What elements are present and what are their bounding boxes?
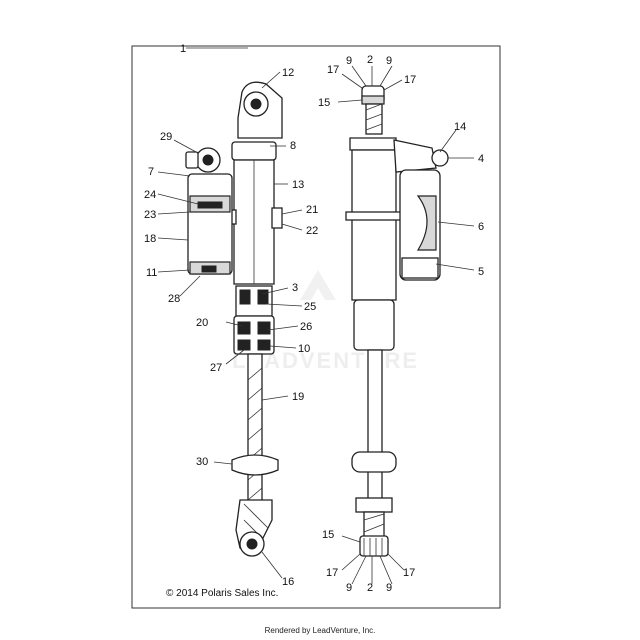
callout-labels: 1 12 8 13 21 22 3 25 26 10 20 27 19 30 1…	[144, 43, 484, 594]
callout-15-bottom: 15	[322, 529, 334, 541]
callout-10: 10	[298, 343, 310, 355]
callout-17-top-left: 17	[327, 64, 339, 76]
callout-15-top: 15	[318, 97, 330, 109]
callout-17-top-right: 17	[404, 74, 416, 86]
callout-9-top-right: 9	[386, 55, 392, 67]
copyright-text: © 2014 Polaris Sales Inc.	[166, 588, 278, 599]
callout-27: 27	[210, 362, 222, 374]
callout-28: 28	[168, 293, 180, 305]
callout-18: 18	[144, 233, 156, 245]
callout-4: 4	[478, 153, 484, 165]
callout-24: 24	[144, 189, 156, 201]
right-shock-assembly	[345, 85, 449, 557]
callout-26: 26	[300, 321, 312, 333]
callout-20: 20	[196, 317, 208, 329]
callout-13: 13	[292, 179, 304, 191]
callout-2-top: 2	[367, 54, 373, 66]
callout-17-bottom-left: 17	[326, 567, 338, 579]
callout-21: 21	[306, 204, 318, 216]
callout-5: 5	[478, 266, 484, 278]
callout-6: 6	[478, 221, 484, 233]
footer-credit: Rendered by LeadVenture, Inc.	[264, 626, 376, 635]
callout-17-bottom-right: 17	[403, 567, 415, 579]
callout-30: 30	[196, 456, 208, 468]
callout-2-bottom: 2	[367, 582, 373, 594]
callout-19: 19	[292, 391, 304, 403]
callout-25: 25	[304, 301, 316, 313]
callout-14: 14	[454, 121, 466, 133]
callout-3: 3	[292, 282, 298, 294]
callout-1: 1	[180, 43, 186, 55]
leader-lines	[157, 47, 475, 585]
callout-12: 12	[282, 67, 294, 79]
callout-11: 11	[146, 267, 157, 279]
callout-23: 23	[144, 209, 156, 221]
callout-8: 8	[290, 140, 296, 152]
callout-9-top-left: 9	[346, 55, 352, 67]
callout-22: 22	[306, 225, 318, 237]
callout-9-bottom-right: 9	[386, 582, 392, 594]
callout-16: 16	[282, 576, 294, 588]
left-shock-assembly	[185, 81, 283, 557]
callout-29: 29	[160, 131, 172, 143]
callout-9-bottom-left: 9	[346, 582, 352, 594]
diagram-frame	[131, 45, 501, 609]
callout-7: 7	[148, 166, 154, 178]
